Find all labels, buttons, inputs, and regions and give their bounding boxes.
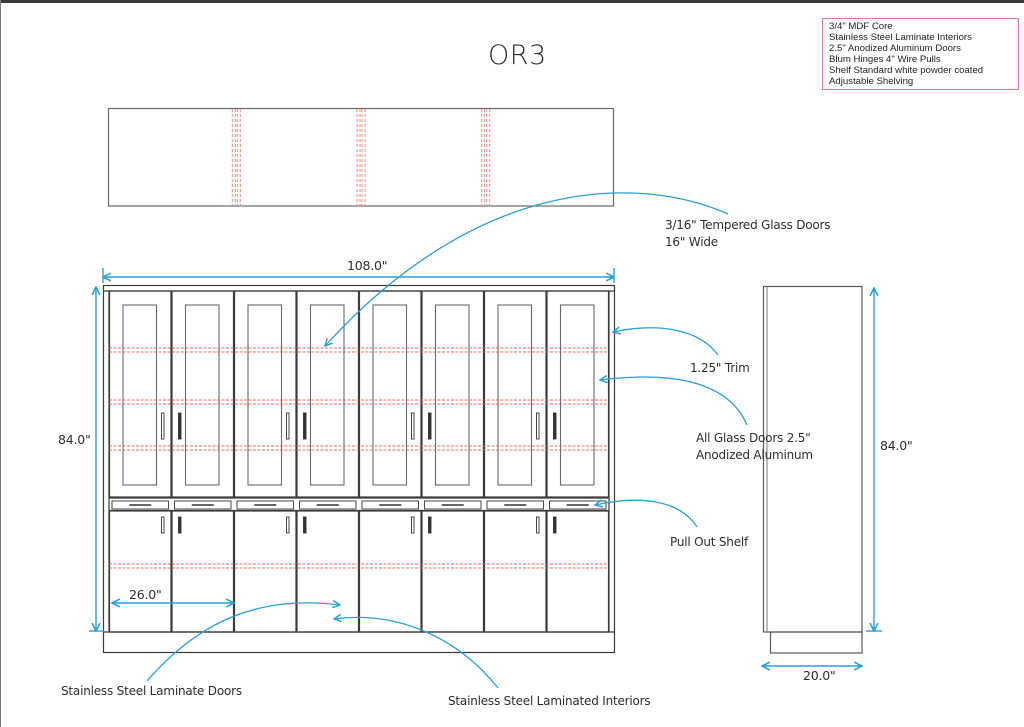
pull-out-shelf-callout: Pull Out Shelf (670, 535, 749, 549)
side-depth-label: 20.0" (803, 668, 836, 683)
leader-glass-doors (325, 192, 729, 346)
door-pair-width-label: 26.0" (129, 587, 162, 602)
pull-out-shelf-drawer (549, 500, 607, 510)
side-elevation (762, 285, 863, 654)
front-height-label: 84.0" (58, 432, 91, 447)
laminate-doors-callout: Stainless Steel Laminate Doors (61, 684, 242, 698)
hidden-shelf-lines (109, 347, 609, 569)
glass-panel (434, 304, 470, 486)
wire-pull-handle (303, 412, 307, 440)
top-view-dividers (231, 109, 491, 205)
pull-out-shelf-drawer (174, 500, 232, 510)
wire-pull-handle (553, 516, 557, 534)
spec-note: 2.5" Anodized Aluminum Doors (829, 42, 961, 54)
upper-glass-door (171, 290, 235, 498)
upper-glass-door (546, 290, 610, 498)
upper-glass-door (108, 290, 172, 498)
wire-pull-handle (178, 412, 182, 440)
top-view-outline (107, 107, 615, 207)
glass-panel (309, 304, 345, 486)
upper-glass-door (358, 290, 422, 498)
spec-note: 3/4" MDF Core (829, 21, 893, 32)
aluminum-callout-line1: All Glass Doors 2.5" (696, 431, 811, 445)
wire-pull-handle (553, 412, 557, 440)
page-left-border (0, 0, 1, 727)
trim-callout: 1.25" Trim (690, 361, 750, 375)
pull-out-shelf-drawer (299, 500, 357, 510)
pull-out-shelf-drawer (486, 500, 544, 510)
page-top-border (0, 0, 1024, 3)
drawing-title: OR3 (488, 40, 547, 71)
leader-pull-out-shelf (595, 500, 698, 528)
upper-glass-door (421, 290, 485, 498)
upper-glass-door (483, 290, 547, 498)
wire-pull-handle (286, 412, 290, 440)
front-elevation (102, 284, 616, 654)
spec-notes-box: 3/4" MDF Core Stainless Steel Laminate I… (822, 18, 1019, 90)
glass-doors-callout-line1: 3/16" Tempered Glass Doors (665, 218, 831, 232)
glass-doors-callout-line2: 16" Wide (665, 235, 718, 249)
front-outline (102, 284, 616, 654)
pull-out-shelf-drawer (111, 500, 169, 510)
side-toe-kick (769, 631, 863, 654)
leader-aluminum (600, 377, 748, 426)
door-grid (108, 290, 610, 633)
leader-laminate-doors (146, 603, 340, 682)
wire-pull-handle (411, 516, 415, 534)
leader-trim (613, 328, 719, 356)
spec-note: Blum Hinges 4" Wire Pulls (829, 53, 941, 65)
pull-out-shelf-drawer (424, 500, 482, 510)
wire-pull-handle (536, 516, 540, 534)
wire-pull-handle (161, 516, 165, 534)
laminated-interiors-callout: Stainless Steel Laminated Interiors (448, 694, 651, 708)
wire-pull-handle (161, 412, 165, 440)
wire-pull-handle (303, 516, 307, 534)
upper-glass-door (296, 290, 360, 498)
wire-pull-handle (411, 412, 415, 440)
dimension-lines (89, 268, 882, 666)
upper-glass-door (233, 290, 297, 498)
glass-panel (247, 304, 283, 486)
glass-panel (559, 304, 595, 486)
top-view (107, 107, 615, 207)
wire-pull-handle (178, 516, 182, 534)
wire-pull-handle (286, 516, 290, 534)
overall-width-label: 108.0" (347, 258, 388, 273)
spec-note: Shelf Standard white powder coated (829, 64, 984, 76)
glass-panel (122, 304, 158, 486)
aluminum-callout-line2: Anodized Aluminum (696, 448, 813, 462)
wire-pull-handle (428, 412, 432, 440)
leader-laminated-interiors (334, 617, 499, 689)
leader-lines (146, 192, 748, 689)
pull-out-shelf-drawer (361, 500, 419, 510)
pull-out-shelf-drawer (236, 500, 294, 510)
wire-pull-handle (428, 516, 432, 534)
spec-note: Adjustable Shelving (829, 75, 914, 87)
wire-pull-handle (536, 412, 540, 440)
spec-note: Stainless Steel Laminate Interiors (829, 31, 972, 43)
glass-panel (497, 304, 533, 486)
glass-panel (184, 304, 220, 486)
glass-panel (372, 304, 408, 486)
side-height-label: 84.0" (880, 438, 913, 453)
